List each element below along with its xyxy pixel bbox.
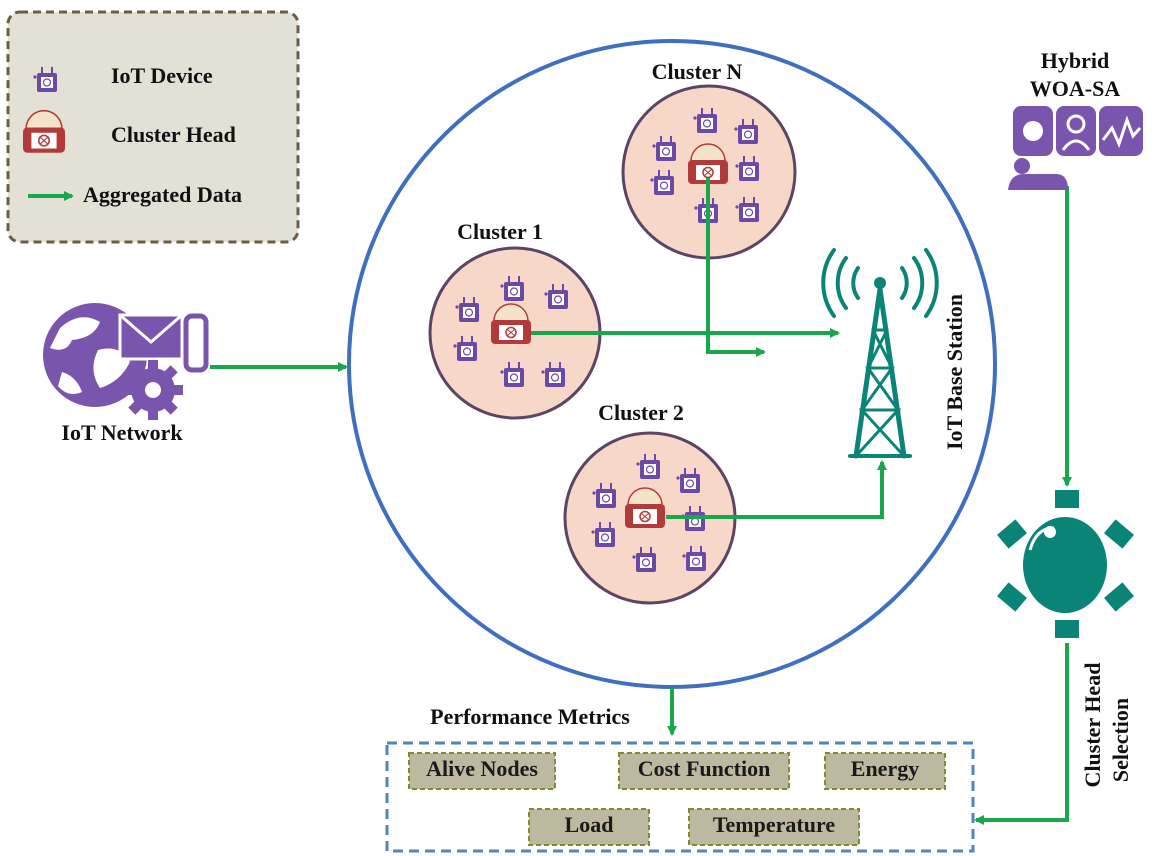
cluster-2-to-base-arrow bbox=[666, 460, 887, 519]
base-station-tower-icon bbox=[821, 248, 939, 459]
cluster-1-label: Cluster 1 bbox=[457, 219, 543, 244]
iot-network-icon bbox=[43, 303, 209, 420]
cluster-n-to-base-arrow bbox=[706, 178, 766, 357]
metric-load: Load bbox=[565, 812, 614, 837]
woa-title-line2: WOA-SA bbox=[1030, 76, 1121, 101]
legend-head-label: Cluster Head bbox=[111, 122, 236, 147]
legend-device-label: IoT Device bbox=[111, 63, 213, 88]
cluster-2-label: Cluster 2 bbox=[598, 400, 684, 425]
metric-box bbox=[618, 752, 790, 790]
legend: IoT Device Cluster Head Aggregated Data bbox=[6, 10, 300, 244]
ch-selection-line2: Selection bbox=[1108, 698, 1133, 782]
metric-box bbox=[528, 808, 650, 846]
network-field-boundary bbox=[347, 39, 997, 689]
base-station-label: IoT Base Station bbox=[942, 294, 967, 450]
legend-box bbox=[6, 10, 300, 244]
aggregated-data-arrows bbox=[531, 178, 1072, 825]
metrics-title: Performance Metrics bbox=[430, 704, 630, 729]
metric-energy: Energy bbox=[851, 756, 919, 781]
metric-temperature: Temperature bbox=[713, 812, 835, 837]
metrics-container bbox=[385, 741, 975, 853]
cluster-head-selection-icon bbox=[997, 490, 1134, 638]
metric-box bbox=[408, 752, 556, 790]
woa-title-line1: Hybrid bbox=[1041, 48, 1109, 73]
cluster-n-label: Cluster N bbox=[652, 59, 743, 84]
metric-box bbox=[688, 808, 860, 846]
metric-cost-function: Cost Function bbox=[638, 756, 771, 781]
legend-data-label: Aggregated Data bbox=[83, 182, 242, 207]
ch-selection-line1: Cluster Head bbox=[1080, 663, 1105, 788]
metrics-items: Alive Nodes Cost Function Energy Load Te… bbox=[408, 752, 946, 846]
woa-algorithm-icon bbox=[1008, 106, 1143, 190]
metric-box bbox=[824, 752, 946, 790]
metric-alive-nodes: Alive Nodes bbox=[426, 756, 538, 781]
selection-to-metrics-arrow bbox=[974, 643, 1069, 825]
iot-network-label: IoT Network bbox=[61, 420, 183, 445]
